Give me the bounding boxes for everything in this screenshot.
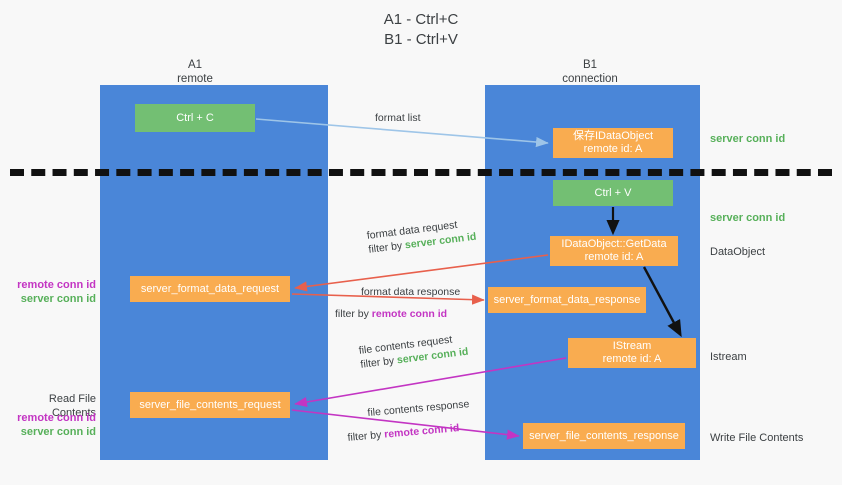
note-read-file-contents: Read File Contents bbox=[8, 392, 96, 420]
note-istream: Istream bbox=[710, 351, 747, 363]
edge-label-format-data-request: format data request filter by server con… bbox=[366, 216, 477, 257]
filter-prefix: filter by bbox=[347, 428, 385, 444]
note-server-conn-id-mid: server conn id bbox=[710, 212, 786, 224]
note-dataobject: DataObject bbox=[710, 246, 766, 258]
edge-label-format-data-response: format data response filter by remote co… bbox=[335, 285, 460, 321]
edge-label-file-contents-response-text: file contents response bbox=[367, 398, 470, 420]
column-b1-sub: connection bbox=[562, 73, 618, 85]
node-ctrl-v[interactable]: Ctrl + V bbox=[553, 180, 673, 206]
title-line-2: B1 - Ctrl+V bbox=[384, 31, 458, 48]
node-istream-line1: IStream bbox=[612, 340, 652, 352]
edge-label-format-list-text: format list bbox=[375, 112, 421, 124]
note-read-file-contents-text: Read File Contents bbox=[48, 393, 96, 419]
phase-divider bbox=[10, 169, 832, 176]
title-line-1: A1 - Ctrl+C bbox=[383, 11, 459, 28]
node-server-file-contents-response[interactable]: server_file_contents_response bbox=[523, 423, 685, 449]
node-getdata-line2: remote id: A bbox=[584, 251, 644, 263]
edge-filter-format-data-response: filter by remote conn id bbox=[335, 307, 460, 321]
note-conn-ids-upper: remote conn id server conn id bbox=[8, 278, 96, 306]
page-title: A1 - Ctrl+C B1 - Ctrl+V bbox=[0, 10, 842, 50]
column-header-b1: B1 connection bbox=[520, 58, 660, 86]
column-b1-name: B1 bbox=[582, 59, 598, 71]
edge-label-file-contents-response: file contents response filter by remote … bbox=[345, 397, 472, 445]
filter-id-remote-conn-id: remote conn id bbox=[383, 422, 460, 441]
filter-id-remote-conn-id: remote conn id bbox=[371, 308, 448, 320]
edge-label-format-list: format list bbox=[375, 111, 421, 125]
node-ctrl-c-label: Ctrl + C bbox=[176, 111, 214, 124]
column-header-a1: A1 remote bbox=[125, 58, 265, 86]
edge-label-file-contents-request: file contents request filter by server c… bbox=[358, 331, 469, 372]
note-remote-conn-id-1: remote conn id bbox=[17, 279, 96, 291]
edge-filter-file-contents-response: filter by remote conn id bbox=[347, 420, 472, 445]
node-save-idataobject-line2: remote id: A bbox=[583, 143, 643, 155]
column-a1-sub: remote bbox=[177, 73, 213, 85]
filter-prefix: filter by bbox=[359, 354, 398, 371]
node-istream-line2: remote id: A bbox=[602, 353, 662, 365]
node-ctrl-v-label: Ctrl + V bbox=[594, 186, 632, 199]
node-server-file-contents-request-label: server_file_contents_request bbox=[139, 398, 281, 411]
filter-prefix: filter by bbox=[367, 239, 406, 256]
node-server-format-data-response[interactable]: server_format_data_response bbox=[488, 287, 646, 313]
note-remote-conn-id-2: remote conn id bbox=[17, 412, 96, 424]
node-getdata-line1: IDataObject::GetData bbox=[561, 238, 667, 250]
node-server-file-contents-response-label: server_file_contents_response bbox=[529, 429, 679, 442]
node-server-format-data-request[interactable]: server_format_data_request bbox=[130, 276, 290, 302]
note-server-conn-id-2: server conn id bbox=[20, 426, 96, 438]
note-conn-ids-lower: remote conn id server conn id bbox=[8, 411, 96, 439]
node-save-idataobject[interactable]: 保存IDataObject remote id: A bbox=[553, 128, 673, 158]
node-server-format-data-request-label: server_format_data_request bbox=[140, 282, 280, 295]
note-write-file-contents: Write File Contents bbox=[710, 432, 804, 444]
node-server-format-data-response-label: server_format_data_response bbox=[493, 293, 641, 306]
node-idataobject-getdata[interactable]: IDataObject::GetData remote id: A bbox=[550, 236, 678, 266]
node-ctrl-c[interactable]: Ctrl + C bbox=[135, 104, 255, 132]
note-server-conn-id-1: server conn id bbox=[20, 293, 96, 305]
note-server-conn-id-top: server conn id bbox=[710, 133, 786, 145]
node-server-file-contents-request[interactable]: server_file_contents_request bbox=[130, 392, 290, 418]
filter-prefix: filter by bbox=[335, 308, 372, 320]
node-istream[interactable]: IStream remote id: A bbox=[568, 338, 696, 368]
node-save-idataobject-line1: 保存IDataObject bbox=[572, 130, 654, 142]
edge-label-format-data-response-text: format data response bbox=[361, 286, 461, 298]
column-a1-name: A1 bbox=[187, 59, 203, 71]
